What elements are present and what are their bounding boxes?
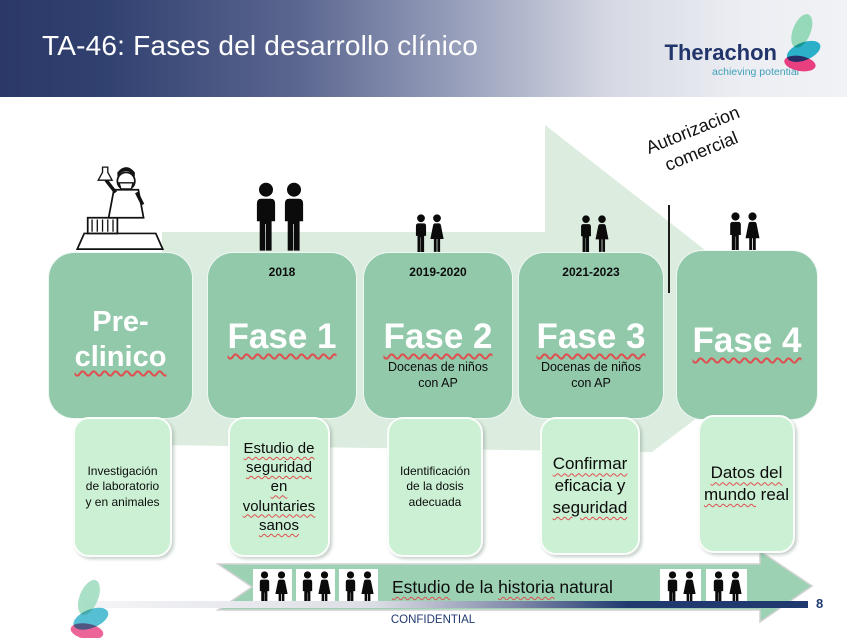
detail-box-preclinico: Investigación de laboratorio y en animal…: [73, 417, 172, 557]
detail-text: Estudio de seguridad en voluntaries sano…: [242, 440, 316, 534]
phase-title: Fase 1: [227, 317, 337, 356]
phase-title-line1: Pre-: [92, 306, 149, 338]
natural-history-label: Estudio de la historia natural: [392, 577, 613, 598]
phase-box-fase1: 2018 Fase 1: [207, 252, 357, 419]
detail-text: seguridad: [552, 497, 628, 517]
ribbon-word: de la: [450, 577, 499, 597]
phase-box-fase4: Fase 4: [676, 250, 818, 420]
petal-flower-icon: [42, 576, 130, 638]
authorization-pointer-line: [668, 205, 670, 293]
phase-title: Pre- clinico: [49, 305, 192, 375]
detail-box-fase3: Confirmar eficacia y seguridad: [540, 417, 640, 555]
phase-title: Fase 3: [536, 317, 646, 356]
phase-title: Fase 4: [692, 321, 802, 360]
phase-date: 2021-2023: [562, 265, 620, 279]
ribbon-word: natural: [554, 577, 613, 597]
confidential-label: CONFIDENTIAL: [390, 614, 476, 626]
detail-text: Datos del mundo: [703, 463, 783, 504]
ribbon-word: historia: [498, 577, 555, 597]
phase-box-preclinico: Pre- clinico: [48, 252, 193, 419]
phase-subtitle: Docenas de niños con AP: [540, 360, 642, 391]
phase-date: 2018: [268, 265, 296, 279]
detail-box-fase4: Datos del mundo real: [698, 415, 795, 553]
brand-name: Therachon: [664, 40, 777, 65]
ribbon-word: Estudio: [392, 577, 451, 597]
phase-box-fase3: 2021-2023 Fase 3 Docenas de niños con AP: [518, 252, 664, 419]
brand-tagline: achieving potential: [712, 66, 799, 78]
footer-bar: [85, 601, 808, 608]
phase-date: 2019-2020: [409, 265, 467, 279]
phase-title: Fase 2: [383, 317, 493, 356]
header-band: TA-46: Fases del desarrollo clínico Ther…: [0, 0, 847, 97]
two-adults-icon: [252, 182, 308, 257]
detail-text: real: [755, 485, 790, 504]
brand-logo: Therachon achieving potential: [665, 8, 829, 88]
detail-text: Confirmar: [552, 454, 628, 474]
page-number: 8: [816, 596, 824, 611]
phase-title-line2: clinico: [74, 340, 167, 373]
detail-text: Investigación de laboratorio y en animal…: [85, 463, 160, 509]
page-title: TA-46: Fases del desarrollo clínico: [42, 30, 478, 61]
detail-box-fase2: Identificación de la dosis adecuada: [387, 417, 483, 557]
phase-box-fase2: 2019-2020 Fase 2 Docenas de niños con AP: [363, 252, 513, 419]
detail-box-fase1: Estudio de seguridad en voluntaries sano…: [228, 417, 330, 557]
phase-subtitle: Docenas de niños con AP: [387, 360, 489, 391]
detail-text: eficacia y: [554, 476, 626, 496]
detail-text: Identificación de la dosis adecuada: [399, 463, 471, 509]
scientist-icon: [72, 164, 168, 254]
